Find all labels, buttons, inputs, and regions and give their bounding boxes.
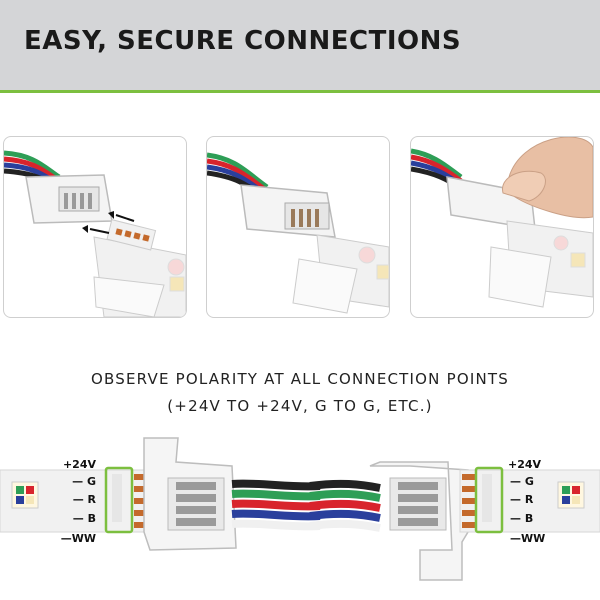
page-title: EASY, SECURE CONNECTIONS <box>24 26 462 56</box>
pin-label-left-24v: +24V <box>63 458 97 471</box>
connector-clip <box>240 184 336 238</box>
led-strip <box>0 469 149 533</box>
led-strip <box>292 234 389 314</box>
connector-clip <box>25 174 113 224</box>
finger <box>502 137 593 219</box>
connector-clip <box>143 437 237 551</box>
pin-label-left-b: — B <box>73 512 96 525</box>
header-banner: EASY, SECURE CONNECTIONS <box>0 0 600 90</box>
pin-label-left-r: — R <box>73 493 97 506</box>
wire-bundle <box>231 479 381 532</box>
step-panel-1 <box>3 136 187 318</box>
led-strip <box>459 469 600 533</box>
led-strip <box>488 220 593 308</box>
step-panel-3 <box>410 136 594 318</box>
pin-label-right-24v: +24V <box>508 458 542 471</box>
polarity-highlight-right <box>474 466 504 534</box>
caption-line-1: OBSERVE POLARITY AT ALL CONNECTION POINT… <box>91 370 509 388</box>
pin-label-right-ww: —WW <box>510 532 545 545</box>
polarity-highlight-left <box>104 466 134 534</box>
pin-label-left-g: — G <box>72 475 96 488</box>
connector-clip <box>369 461 469 581</box>
pin-label-right-g: — G <box>510 475 534 488</box>
led-strip <box>93 219 186 317</box>
pin-label-left-ww: —WW <box>61 532 96 545</box>
pin-label-right-b: — B <box>510 512 533 525</box>
accent-rule <box>0 90 600 93</box>
pin-label-right-r: — R <box>510 493 534 506</box>
polarity-diagram: +24V — G — R — B —WW <box>0 437 600 581</box>
step-panel-2 <box>206 136 390 318</box>
caption-line-2: (+24V TO +24V, G TO G, ETC.) <box>167 397 433 415</box>
arrow-icon <box>82 211 135 234</box>
